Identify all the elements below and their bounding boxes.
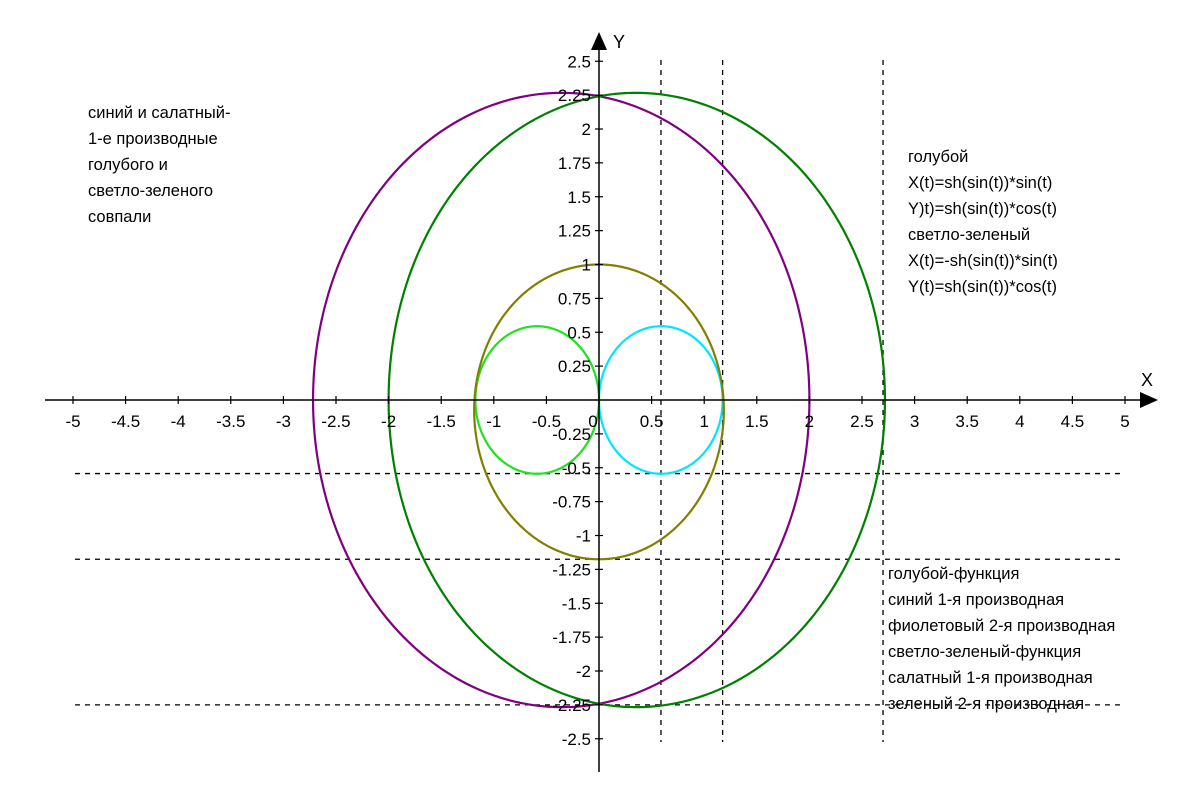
x-axis-label: X bbox=[1141, 370, 1153, 390]
x-tick-label: 0.5 bbox=[640, 412, 664, 431]
x-tick-label: -2.5 bbox=[321, 412, 350, 431]
legend-entry: салатный 1-я производная bbox=[888, 669, 1093, 687]
formula-line: светло-зеленый bbox=[908, 226, 1031, 244]
x-tick-label: -1.5 bbox=[427, 412, 456, 431]
x-tick-label: 3 bbox=[910, 412, 919, 431]
x-tick-label: -4.5 bbox=[111, 412, 140, 431]
legend-entry: фиолетовый 2-я производная bbox=[888, 617, 1116, 635]
y-tick-label: -0.5 bbox=[562, 459, 591, 478]
y-tick-label: -2.25 bbox=[552, 696, 591, 715]
y-tick-label: 2.5 bbox=[567, 52, 591, 71]
y-tick-label: 1.5 bbox=[567, 188, 591, 207]
legend-entry: голубой-функция bbox=[888, 565, 1020, 583]
y-axis-arrow bbox=[591, 32, 607, 50]
y-tick-label: 2.25 bbox=[558, 86, 591, 105]
y-tick-label: 0.25 bbox=[558, 357, 591, 376]
x-axis-arrow bbox=[1140, 392, 1158, 408]
y-tick-label: 2 bbox=[582, 120, 591, 139]
legend-entry: синий 1-я производная bbox=[888, 591, 1065, 609]
x-tick-label: 4.5 bbox=[1061, 412, 1085, 431]
formula-line: голубой bbox=[908, 148, 969, 166]
x-tick-label: -1 bbox=[486, 412, 501, 431]
y-tick-label: 0.75 bbox=[558, 289, 591, 308]
y-tick-label: 1 bbox=[582, 256, 591, 275]
y-tick-label: 1.75 bbox=[558, 154, 591, 173]
x-tick-label: -5 bbox=[65, 412, 80, 431]
x-tick-label: 0 bbox=[588, 412, 597, 431]
legend-block: голубой-функция синий 1-я производная фи… bbox=[888, 561, 1115, 717]
formula-line: X(t)=-sh(sin(t))*sin(t) bbox=[908, 252, 1058, 270]
tick-labels: -5 -4.5 -4 -3.5 -3 -2.5 -2 -1.5 -1 -0.5 0 0.5 1 1.5 2 2… bbox=[65, 52, 1129, 749]
note-line: голубого и bbox=[88, 156, 168, 174]
formula-line: Y(t)=sh(sin(t))*cos(t) bbox=[908, 278, 1057, 296]
x-tick-label: 2 bbox=[805, 412, 814, 431]
x-tick-label: -0.5 bbox=[532, 412, 561, 431]
x-tick-label: 2.5 bbox=[850, 412, 874, 431]
axes bbox=[45, 32, 1158, 772]
x-tick-label: -3.5 bbox=[216, 412, 245, 431]
legend-entry: светло-зеленый-функция bbox=[888, 643, 1082, 661]
y-tick-label: -1.25 bbox=[552, 560, 591, 579]
y-tick-label: -2.5 bbox=[562, 730, 591, 749]
note-line: синий и салатный- bbox=[88, 104, 231, 122]
note-line: 1-е производные bbox=[88, 130, 218, 148]
y-tick-label: -0.75 bbox=[552, 493, 591, 512]
y-tick-label: 1.25 bbox=[558, 222, 591, 241]
note-line: светло-зеленого bbox=[88, 182, 214, 200]
y-tick-label: -2 bbox=[576, 662, 591, 681]
x-tick-label: -4 bbox=[171, 412, 186, 431]
x-tick-label: -2 bbox=[381, 412, 396, 431]
y-tick-label: -1 bbox=[576, 527, 591, 546]
x-tick-label: 3.5 bbox=[955, 412, 979, 431]
formula-line: X(t)=sh(sin(t))*sin(t) bbox=[908, 174, 1053, 192]
y-axis-label: Y bbox=[613, 32, 625, 52]
formula-line: Y)t)=sh(sin(t))*cos(t) bbox=[908, 200, 1057, 218]
x-tick-label: 4 bbox=[1015, 412, 1024, 431]
x-tick-label: 1 bbox=[699, 412, 708, 431]
y-tick-label: 0.5 bbox=[567, 323, 591, 342]
formulas-block: голубой X(t)=sh(sin(t))*sin(t) Y)t)=sh(s… bbox=[908, 144, 1058, 300]
note-line: совпали bbox=[88, 208, 152, 226]
y-tick-label: -0.25 bbox=[552, 425, 591, 444]
y-tick-label: -1.5 bbox=[562, 594, 591, 613]
coincidence-note: синий и салатный- 1-е производные голубо… bbox=[88, 100, 231, 230]
legend-entry: зеленый 2-я производная bbox=[888, 695, 1085, 713]
x-tick-label: 1.5 bbox=[745, 412, 769, 431]
y-tick-label: -1.75 bbox=[552, 628, 591, 647]
x-tick-label: -3 bbox=[276, 412, 291, 431]
x-tick-label: 5 bbox=[1120, 412, 1129, 431]
